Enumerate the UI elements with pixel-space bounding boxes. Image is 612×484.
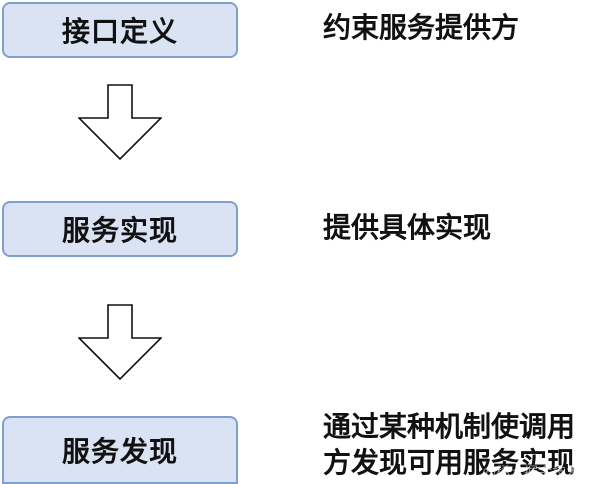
step-description-interface-definition: 约束服务提供方: [323, 11, 520, 44]
step-description-line: 通过某种机制使调用: [323, 410, 576, 443]
step-box-interface-definition: 接口定义: [2, 2, 238, 58]
step-description-service-discovery: 通过某种机制使调用 方发现可用服务实现: [323, 409, 575, 481]
step-box-service-discovery: 服务发现: [2, 416, 238, 484]
down-arrow-icon: [78, 304, 162, 380]
step-box-service-implementation: 服务实现: [2, 201, 238, 257]
watermark: @稀土掘金技术社区: [482, 465, 608, 481]
down-arrow-icon: [78, 84, 162, 160]
step-description-service-implementation: 提供具体实现: [323, 211, 492, 244]
step-description-line: 方发现可用服务实现: [323, 446, 576, 479]
